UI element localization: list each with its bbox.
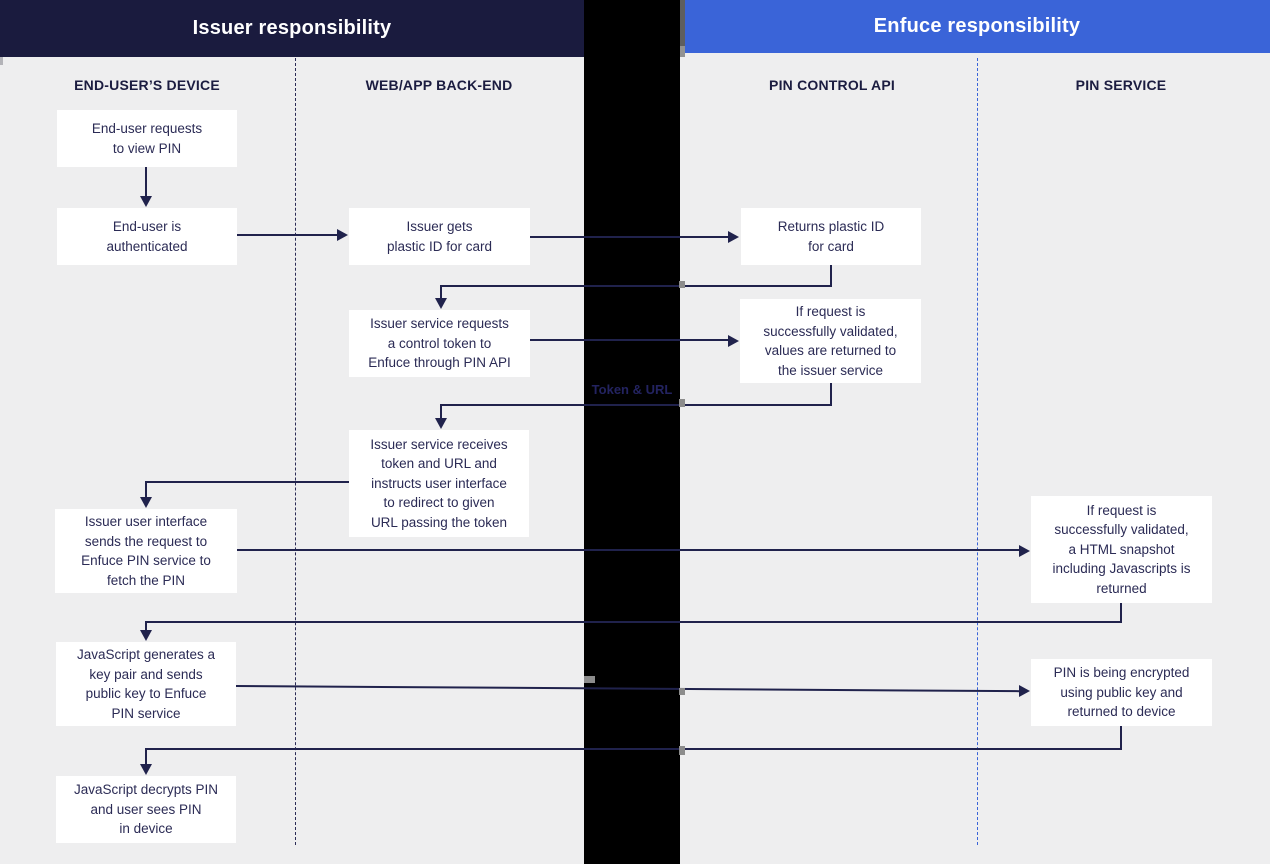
node-pin-encrypted: PIN is being encrypted using public key … [1031, 659, 1212, 726]
node-end-user-requests: End-user requests to view PIN [57, 110, 237, 167]
connector-line [237, 549, 1020, 551]
redaction-edge-nub [679, 281, 685, 288]
connector-line [1120, 726, 1122, 750]
arrowhead-right [1019, 685, 1030, 697]
node-issuer-gets-plastic-id: Issuer gets plastic ID for card [349, 208, 530, 265]
connector-line [145, 621, 147, 632]
node-issuer-requests-token: Issuer service requests a control token … [349, 310, 530, 377]
left-edge-tick [0, 57, 3, 65]
connector-line [145, 621, 1122, 623]
node-end-user-authenticated: End-user is authenticated [57, 208, 237, 265]
enfuce-header-title: Enfuce responsibility [873, 15, 1081, 37]
arrowhead-down [140, 630, 152, 641]
enfuce-lane-divider [977, 58, 978, 845]
node-html-snapshot-returned: If request is successfully validated, a … [1031, 496, 1212, 603]
lane-label-end-users-device: END-USER’S DEVICE [74, 77, 220, 93]
connector-line [830, 383, 832, 406]
enfuce-responsibility-header: Enfuce responsibility [684, 0, 1270, 53]
connector-line [440, 404, 832, 406]
connector-line [440, 285, 442, 299]
connector-line [145, 748, 147, 765]
redaction-edge-nub [584, 676, 595, 683]
redaction-edge-nub [679, 688, 685, 695]
connector-line [440, 285, 832, 287]
connector-line [145, 481, 147, 498]
connector-line [440, 404, 442, 419]
lane-label-pin-control-api: PIN CONTROL API [769, 77, 895, 93]
issuer-header-title: Issuer responsibility [192, 17, 392, 39]
connector-line [530, 236, 728, 238]
connector-line [145, 748, 1122, 750]
node-ui-sends-request: Issuer user interface sends the request … [55, 509, 237, 593]
connector-line [530, 339, 728, 341]
connector-line [145, 481, 349, 483]
arrowhead-right [728, 231, 739, 243]
arrowhead-down [140, 196, 152, 207]
edge-label-token-url: Token & URL [591, 382, 673, 397]
lane-label-web-app-backend: WEB/APP BACK-END [365, 77, 513, 93]
arrowhead-right [728, 335, 739, 347]
redaction-band [584, 0, 680, 864]
node-values-returned: If request is successfully validated, va… [740, 299, 921, 383]
arrowhead-right [337, 229, 348, 241]
connector-line [830, 265, 832, 287]
node-returns-plastic-id: Returns plastic ID for card [741, 208, 921, 265]
redaction-edge-nub [679, 399, 685, 407]
scrollbar-fragment-light [680, 46, 685, 57]
connector-line [145, 167, 147, 199]
arrowhead-down [140, 764, 152, 775]
node-js-generates-keypair: JavaScript generates a key pair and send… [56, 642, 236, 726]
arrowhead-down [435, 298, 447, 309]
arrowhead-down [435, 418, 447, 429]
node-js-decrypts-pin: JavaScript decrypts PIN and user sees PI… [56, 776, 236, 843]
node-issuer-receives-token: Issuer service receives token and URL an… [349, 430, 529, 537]
issuer-lane-divider [295, 58, 296, 845]
scrollbar-fragment-dark [680, 0, 685, 46]
connector-line [237, 234, 338, 236]
arrowhead-right [1019, 545, 1030, 557]
arrowhead-down [140, 497, 152, 508]
redaction-edge-nub [679, 746, 685, 755]
issuer-responsibility-header: Issuer responsibility [0, 0, 584, 57]
lane-label-pin-service: PIN SERVICE [1075, 77, 1167, 93]
connector-line [1120, 603, 1122, 623]
